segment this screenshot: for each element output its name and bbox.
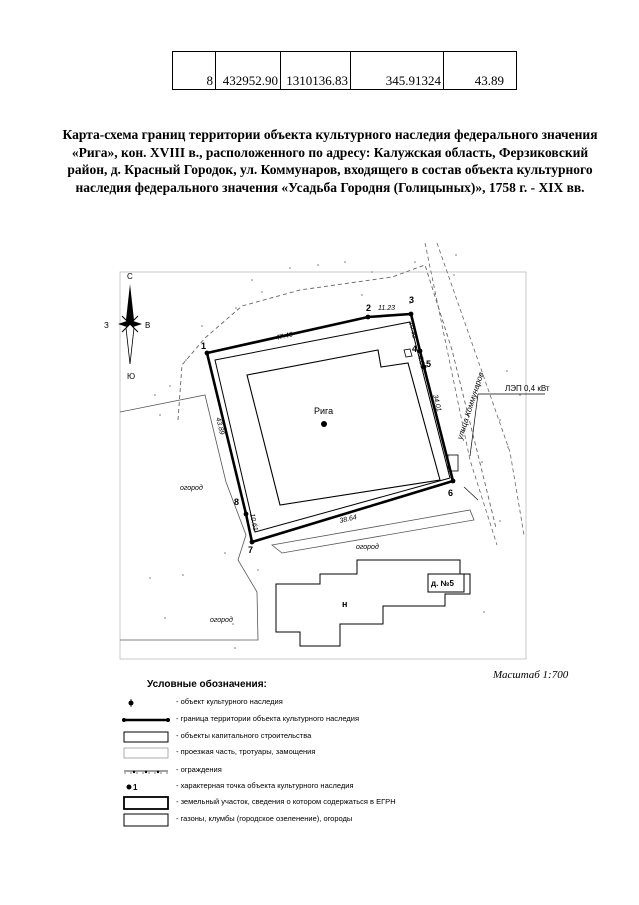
legend-item-building: - объекты капитального строительства (120, 728, 420, 746)
dim-5-6: 34.01 (431, 394, 442, 413)
compass-north: С (127, 272, 133, 281)
boundary-points (204, 311, 456, 545)
compass-south: Ю (127, 372, 135, 381)
legend-text: - газоны, клумбы (городское озеленение),… (176, 814, 353, 823)
angle-cell: 345.91324 (350, 51, 444, 90)
legend-item-lawn: - газоны, клумбы (городское озеленение),… (120, 811, 420, 829)
point-label-6: 6 (448, 488, 453, 498)
map-frame (119, 271, 527, 660)
small-annex (403, 348, 413, 358)
dim-3-4: 10.92 (407, 321, 418, 340)
legend-text: - ограждения (176, 765, 222, 774)
point-label-5: 5 (426, 359, 431, 369)
fence-inner (214, 321, 451, 533)
outer-zone-line (177, 264, 497, 529)
road-box-icon (123, 747, 169, 759)
building-box-icon (123, 731, 169, 743)
point-label-2: 2 (366, 303, 371, 313)
compass-east: В (145, 321, 150, 330)
small-shed (447, 454, 459, 472)
garden-label: огород (356, 543, 379, 551)
page-title: Карта-схема границ территории объекта ку… (62, 127, 598, 195)
legend-text: - характерная точка объекта культурного … (176, 781, 354, 790)
legend-item-point: 1 - характерная точка объекта культурног… (120, 778, 420, 796)
main-building (246, 349, 441, 506)
point-label-7: 7 (248, 545, 253, 555)
point-number-cell: 8 (172, 51, 216, 90)
legend-item-boundary: - граница территории объекта культурного… (120, 711, 420, 729)
road-outline (119, 394, 259, 641)
fence-line-icon (124, 770, 168, 774)
garden-label: огород (180, 484, 203, 492)
legend-text: - объект культурного наследия (176, 697, 283, 706)
dim-2-3: 11.23 (378, 305, 395, 312)
legend-item-road: - проезжая часть, тротуары, замощения (120, 744, 420, 762)
dim-7-8: 10.61 (248, 513, 259, 532)
compass-west: З (104, 321, 109, 330)
street-edge-left (424, 242, 498, 546)
power-line-leader (469, 393, 479, 457)
parcel-box-icon (123, 796, 169, 810)
legend-item-object: - объект культурного наследия (120, 694, 420, 712)
object-marker-icon (321, 421, 327, 427)
length-cell: 43.89 (443, 51, 517, 90)
dim-1-2: 47.40 (275, 331, 294, 342)
road-strip (271, 509, 475, 554)
object-label: Рига (314, 406, 333, 416)
point-label-4: 4 (412, 344, 417, 354)
point-label-3: 3 (409, 295, 414, 305)
point-label-8: 8 (234, 497, 239, 507)
lawn-box-icon (123, 813, 169, 827)
power-pole (463, 486, 479, 501)
street-edge-right (436, 242, 525, 536)
point-label-1: 1 (201, 341, 206, 351)
lawn-dots (149, 254, 521, 649)
legend-text: - граница территории объекта культурного… (176, 714, 360, 723)
lower-building (275, 559, 471, 647)
legend-item-fence: - ограждения (120, 762, 420, 780)
power-line-label: ЛЭП 0,4 кВт (505, 384, 550, 393)
dim-8-1: 43.89 (214, 417, 225, 436)
dim-6-7: 38.64 (339, 514, 358, 525)
house-label: д. №5 (431, 579, 454, 588)
legend-point-number: 1 (133, 783, 138, 792)
table-row: 8 432952.90 1310136.83 345.91324 43.89 (172, 51, 517, 90)
map-scale: Масштаб 1:700 (493, 669, 569, 681)
legend-text: - объекты капитального строительства (176, 731, 312, 740)
dim-4-5: 4.80 (416, 355, 426, 370)
object-marker-icon (128, 699, 134, 707)
compass-rose: С Ю З В (104, 272, 150, 381)
house-5 (427, 573, 465, 593)
point-marker-icon: 1 (126, 783, 138, 792)
legend-item-parcel: - земельный участок, сведения о котором … (120, 794, 420, 812)
garden-label: огород (210, 616, 233, 624)
legend-text: - земельный участок, сведения о котором … (176, 797, 396, 806)
legend-title: Условные обозначения: (147, 679, 267, 690)
boundary-line-icon (122, 718, 170, 722)
building-label-h: н (342, 599, 347, 609)
coordinates-table: 8 432952.90 1310136.83 345.91324 43.89 (172, 51, 517, 90)
legend-text: - проезжая часть, тротуары, замощения (176, 747, 316, 756)
